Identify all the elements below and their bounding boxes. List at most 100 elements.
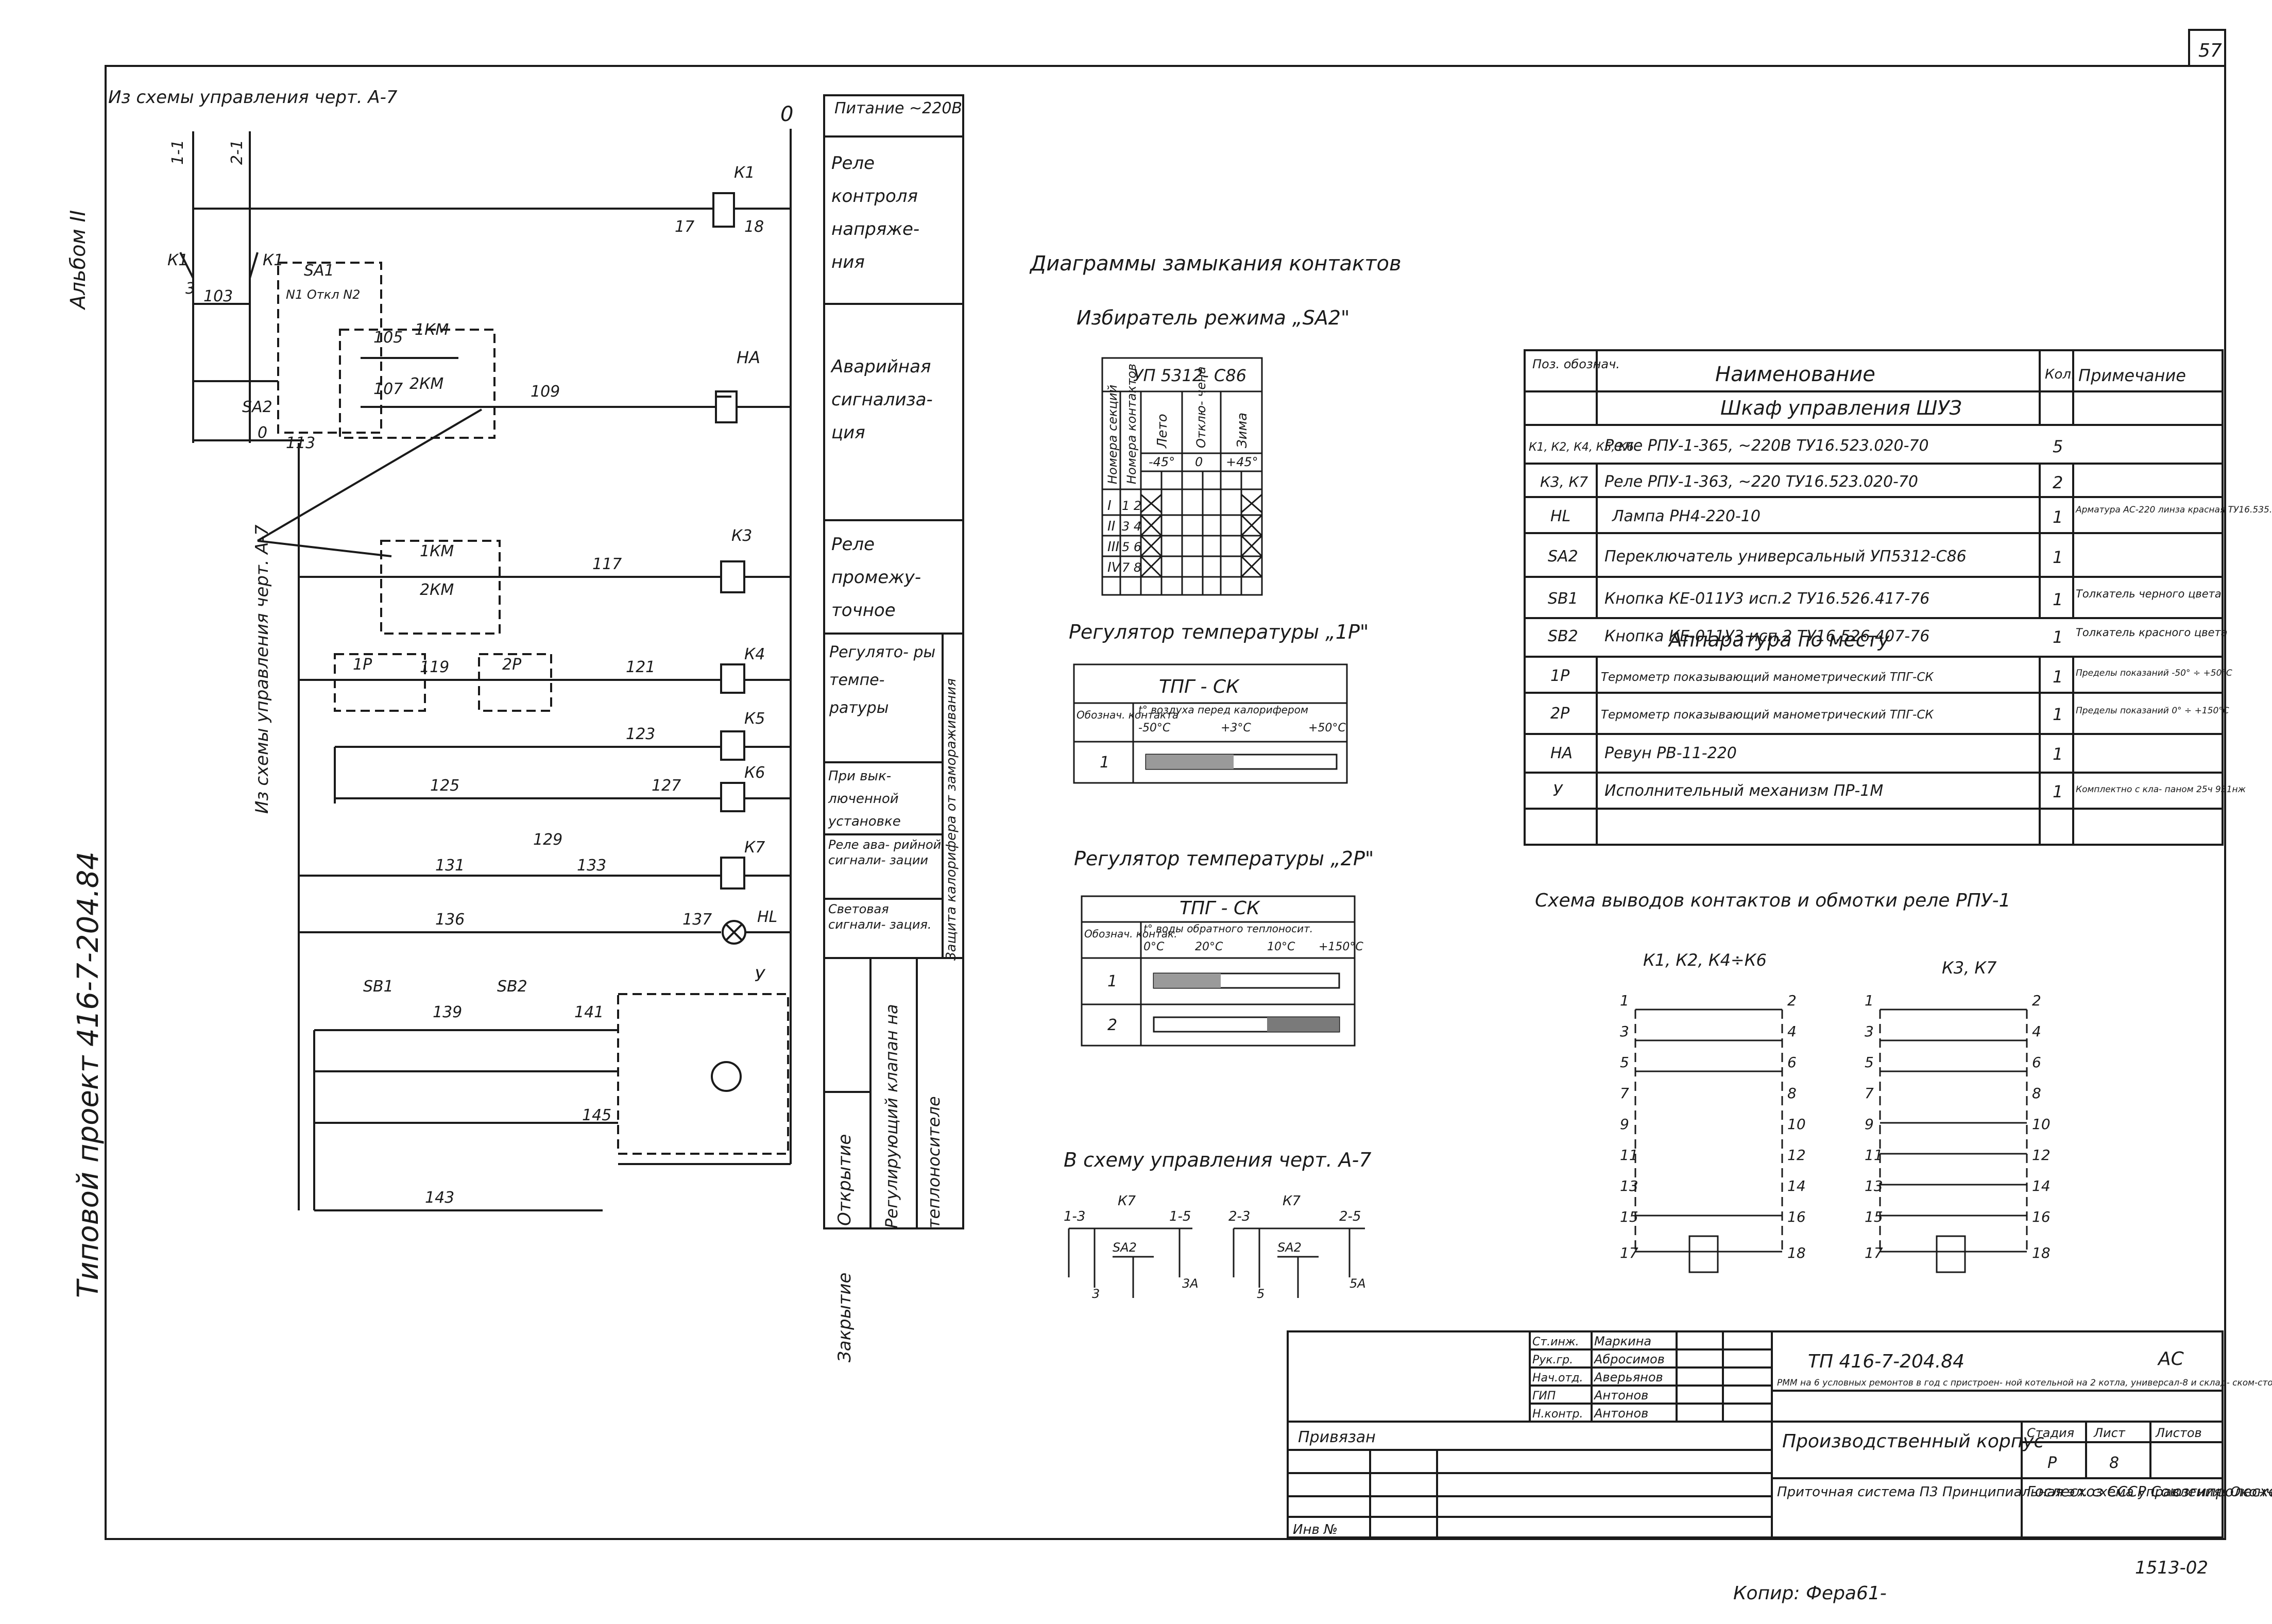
wire-131: 131: [435, 857, 465, 875]
spec-row-10-pos: У: [1553, 782, 1563, 800]
spec-row-5-name: Кнопка КЕ-011У3 исп.2 ТУ16.526.417-76: [1604, 590, 1929, 608]
pin-left-b-1: 1: [1865, 992, 1874, 1009]
tb-role-5: Н.контр.: [1532, 1408, 1583, 1421]
spec-row-2-qty: 2: [2053, 473, 2063, 492]
contact-label-1km: 1КМ: [415, 321, 449, 339]
spec-row-10-name: Исполнительный механизм ПР-1М: [1604, 782, 1883, 800]
lamp-label-hl: НL: [757, 908, 777, 926]
spec-row-7-qty: 1: [2053, 667, 2063, 687]
spec-row-3-name: Лампа РН4-220-10: [1612, 507, 1761, 525]
spec-row-8-pos: 2Р: [1550, 705, 1570, 723]
tb-name-4: Антонов: [1593, 1388, 1648, 1403]
wire-143: 143: [425, 1189, 454, 1207]
link-label-1-5: 1-5: [1169, 1209, 1191, 1224]
bus-label-1-1: 1-1: [169, 140, 187, 165]
tb-name-2: Абросимов: [1593, 1352, 1665, 1366]
wire-145: 145: [582, 1106, 611, 1124]
pin-left-b-3: 3: [1865, 1023, 1874, 1040]
sheet-texts: 57 Альбом II Типовой проект 416-7-204.84…: [66, 40, 2222, 1604]
selector-model: УП 5312- С86: [1133, 366, 1246, 385]
switch-label-sa2: SA2: [242, 398, 272, 416]
horn-label-ha: НА: [737, 348, 760, 367]
tb-sheet-header: Лист: [2093, 1426, 2126, 1440]
node-18-k1: 18: [744, 218, 764, 236]
pin-right-b-4: 4: [2032, 1023, 2041, 1040]
wire-119: 119: [420, 658, 449, 676]
valve-open-label: Открытие: [834, 1134, 855, 1226]
spec-row-7-name: Термометр показывающий манометрический Т…: [1601, 671, 1934, 684]
relay-pins-right-title: К3, К7: [1942, 958, 1997, 978]
spec-row-2-name: Реле РПУ-1-363, ~220 ТУ16.523.020-70: [1604, 473, 1918, 491]
pin-right-b-10: 10: [2032, 1116, 2051, 1133]
selector-table-frame: [1101, 357, 1263, 596]
link-label-2-3: 2-3: [1228, 1209, 1250, 1224]
function-item-light: Световая сигнали- зация.: [828, 902, 932, 932]
node-113: 113: [286, 434, 315, 452]
wire-141: 141: [574, 1003, 604, 1021]
spec-row-9-name: Ревун РВ-11-220: [1604, 744, 1737, 762]
spec-row-5-note: Толкатель черного цвета: [2076, 588, 2222, 600]
reg2-tick-3: 10°С: [1267, 941, 1295, 953]
function-item-off: При вык- люченной установке: [828, 768, 901, 829]
wire-129: 129: [533, 831, 562, 849]
contact-diagrams-title: Диаграммы замыкания контактов: [1029, 252, 1402, 276]
pin-right-b-8: 8: [2032, 1085, 2041, 1102]
selector-row-3-contacts: 5 6: [1122, 540, 1141, 554]
selector-row-1-contacts: 1 2: [1122, 499, 1141, 513]
valve-label: Регулирующий клапан на теплоносителе: [882, 1004, 944, 1228]
function-item-intermediate: Реле промежу- точное: [831, 534, 921, 621]
spec-row-4-pos: SA2: [1548, 548, 1578, 566]
contact-label-1km-b: 1КМ: [420, 542, 454, 560]
link-label-3a: 3А: [1182, 1276, 1199, 1291]
spec-table-frame: [1524, 349, 2224, 846]
spec-row-3-qty: 1: [2053, 507, 2063, 527]
pin-right-b-18: 18: [2032, 1244, 2051, 1261]
pin-left-a-11: 11: [1620, 1147, 1638, 1164]
link-title: В схему управления черт. А-7: [1064, 1149, 1372, 1171]
tb-inv: Инв №: [1293, 1522, 1338, 1537]
pin-right-a-2: 2: [1787, 992, 1797, 1009]
link-label-sa2-b: SA2: [1277, 1240, 1302, 1255]
tb-sheet: 8: [2109, 1454, 2119, 1472]
tb-role-2: Рук.гр.: [1532, 1354, 1573, 1366]
function-item-voltage: Реле контроля напряже- ния: [831, 153, 920, 272]
link-label-2-5: 2-5: [1339, 1209, 1361, 1224]
selector-col-winter: Зима: [1235, 413, 1250, 448]
pin-right-b-6: 6: [2032, 1054, 2041, 1071]
wire-136: 136: [435, 911, 465, 929]
spec-row-1-name: Реле РПУ-1-365, ~220В ТУ16.523.020-70: [1604, 437, 1929, 455]
page-number: 57: [2198, 40, 2222, 61]
spec-row-6-pos: SB2: [1548, 627, 1578, 645]
node-107: 107: [373, 380, 403, 398]
reg1-tick-2: +3°С: [1221, 722, 1251, 734]
link-label-5: 5: [1257, 1287, 1265, 1301]
contact-label-k1a: К1: [167, 251, 188, 269]
function-item-alarm: Аварийная сигнализа- ция: [831, 356, 933, 443]
coil-label-k1: К1: [734, 164, 755, 182]
node-103: 103: [203, 287, 233, 305]
link-label-k7-a: К7: [1118, 1193, 1136, 1209]
tb-drawing-title: Приточная система П3 Принципиальная эл. …: [1777, 1484, 2272, 1500]
bus-label-2-1: 2-1: [228, 140, 246, 165]
selector-row-2-section: II: [1107, 519, 1115, 534]
pin-left-b-15: 15: [1865, 1208, 1883, 1225]
switch-positions-sa1: N1 Откл N2: [286, 287, 360, 302]
spec-row-7-pos: 1Р: [1550, 667, 1570, 685]
pin-right-a-12: 12: [1787, 1147, 1806, 1164]
pin-left-a-3: 3: [1620, 1023, 1629, 1040]
wire-139: 139: [433, 1003, 462, 1021]
link-label-1-3: 1-3: [1064, 1209, 1085, 1224]
spec-row-8-name: Термометр показывающий манометрический Т…: [1601, 708, 1934, 722]
selector-row-4-contacts: 7 8: [1122, 560, 1141, 575]
pin-left-a-7: 7: [1620, 1085, 1629, 1102]
archive-number: 1513-02: [2135, 1558, 2208, 1578]
tb-role-4: ГИП: [1532, 1390, 1556, 1403]
selector-row-2-contacts: 3 4: [1122, 519, 1141, 534]
pin-left-a-13: 13: [1620, 1177, 1638, 1194]
selector-col-sections: Номера секций: [1105, 385, 1120, 484]
tb-stage-header: Стадия: [2027, 1426, 2074, 1440]
wire-117: 117: [592, 555, 622, 573]
reg2-col-contact: Обознач. контак.: [1084, 928, 1177, 940]
pin-left-a-5: 5: [1620, 1054, 1629, 1071]
function-side-label: Защита калорифера от замораживания: [944, 678, 959, 961]
